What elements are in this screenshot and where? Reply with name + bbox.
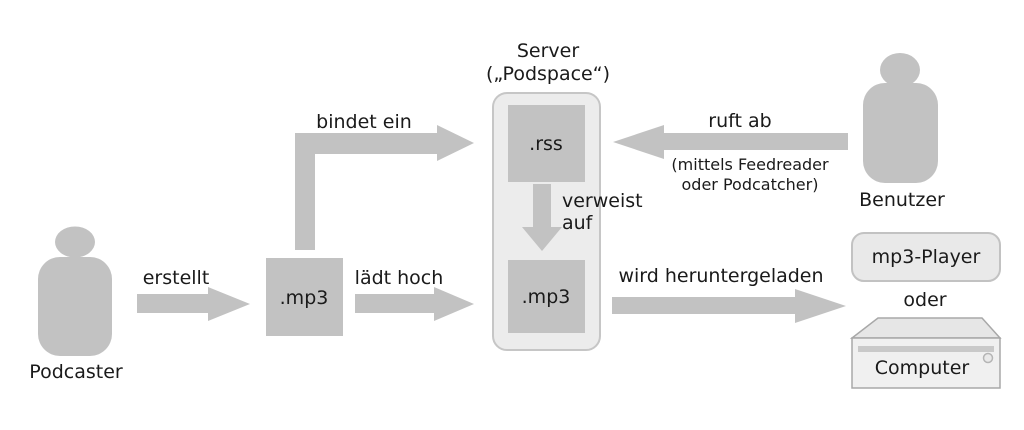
bindet-ein-label: bindet ein — [316, 111, 412, 133]
server-rss-label: .rss — [529, 133, 563, 155]
erstellt-label: erstellt — [143, 267, 210, 289]
verweist-auf-label-line2: auf — [562, 212, 594, 234]
ruft-ab-label: ruft ab — [708, 110, 771, 132]
server-rss-box — [508, 105, 585, 182]
server-mp3-label: .mp3 — [522, 286, 571, 308]
computer-device-icon — [849, 317, 1002, 389]
mp3-file-label: .mp3 — [280, 287, 329, 309]
bindet-ein-arrow-icon — [295, 125, 474, 250]
computer-drive-slot — [858, 346, 994, 352]
mp3-player-label: mp3-Player — [872, 246, 981, 268]
benutzer-figure — [863, 53, 938, 183]
person-head-icon — [880, 53, 920, 87]
computer-power-button-icon — [982, 352, 994, 364]
wird-heruntergeladen-label: wird heruntergeladen — [618, 265, 823, 287]
person-head-icon — [55, 226, 95, 258]
person-body-icon — [38, 257, 112, 356]
verweist-auf-label-line1: verweist — [562, 190, 643, 212]
laedt-hoch-arrow-icon — [355, 287, 474, 321]
mp3-player-box — [851, 232, 1001, 282]
mp3-file-box — [266, 258, 343, 336]
podcaster-label: Podcaster — [29, 361, 123, 383]
benutzer-label: Benutzer — [859, 189, 945, 211]
laedt-hoch-label: lädt hoch — [355, 267, 444, 289]
computer-top-face — [849, 317, 1002, 339]
server-title-line2: („Podspace“) — [486, 63, 610, 85]
person-body-icon — [863, 83, 938, 183]
computer-label: Computer — [875, 357, 970, 379]
oder-label: oder — [903, 289, 946, 311]
ruft-ab-note-line2: oder Podcatcher) — [682, 175, 819, 194]
server-title-line1: Server — [517, 40, 579, 62]
ruft-ab-arrow-icon — [613, 125, 848, 159]
verweist-auf-arrow-icon — [522, 184, 562, 251]
ruft-ab-note-line1: (mittels Feedreader — [671, 155, 829, 174]
podcaster-figure — [38, 226, 112, 356]
wird-heruntergeladen-arrow-icon — [612, 289, 846, 323]
erstellt-arrow-icon — [137, 287, 250, 321]
server-mp3-box — [508, 260, 585, 333]
